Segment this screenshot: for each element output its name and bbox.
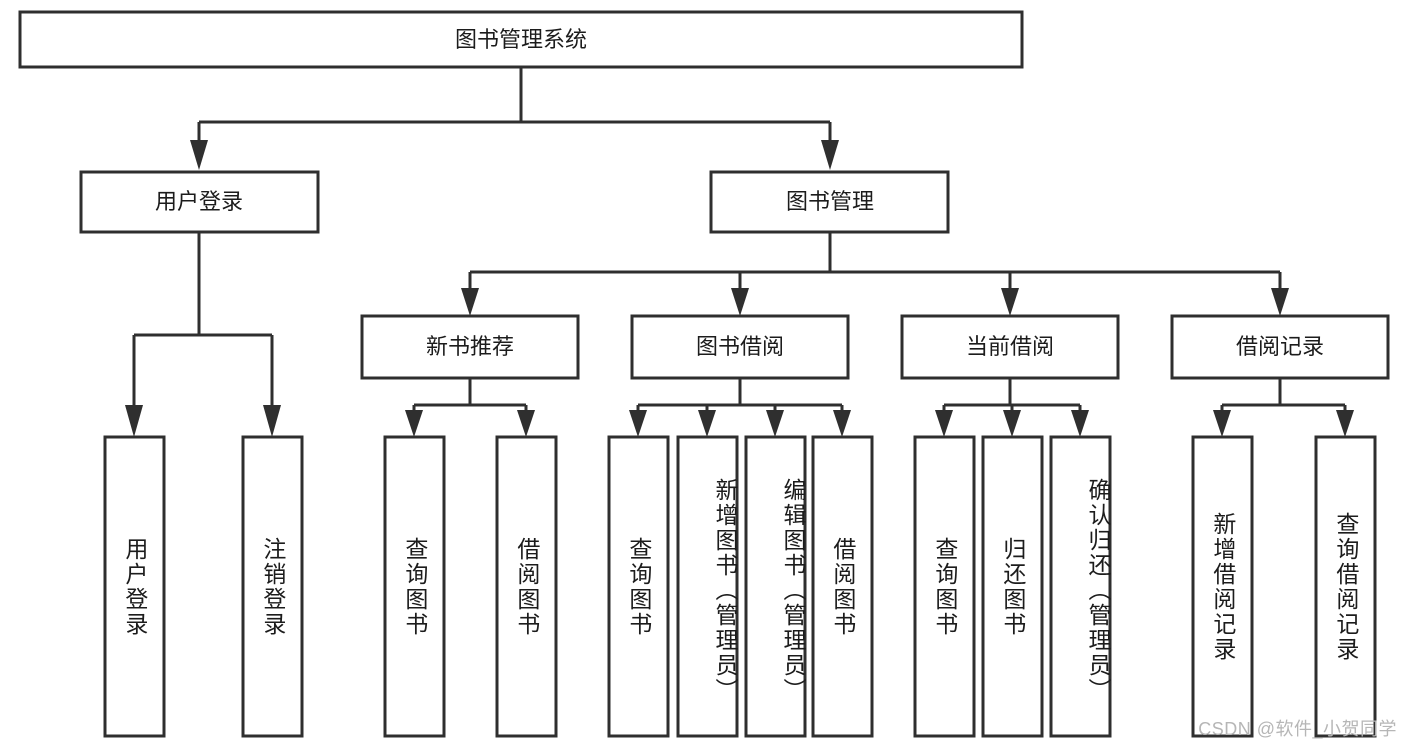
node-new-book-recommend-box[interactable] (360, 314, 580, 380)
node-current-borrow-box[interactable] (900, 314, 1120, 380)
arrow-bookborrow-leaf-3 (766, 410, 784, 437)
node-borrow-records-box[interactable] (1170, 314, 1390, 380)
leaf-br-add-record-box[interactable] (1191, 435, 1254, 738)
connectors-currentborrow-to-leaves (935, 378, 1089, 437)
leaf-nb-query-book-box[interactable] (383, 435, 446, 738)
arrow-to-book-borrow (731, 288, 749, 316)
arrow-bookborrow-leaf-1 (629, 410, 647, 437)
arrow-to-book-manage (821, 140, 839, 170)
node-label-book-borrow: 图书借阅 (696, 334, 784, 359)
arrow-to-borrow-records (1271, 288, 1289, 316)
connectors-borrowrecords-to-leaves (1213, 378, 1354, 437)
leaf-cb-query-book-box[interactable] (913, 435, 976, 738)
page-title: 图书管理系统 (455, 27, 587, 52)
watermark: CSDN @软件_小贺同学 (1198, 719, 1397, 739)
connectors-root-to-level1 (190, 67, 839, 170)
leaf-cb-confirm-return-box[interactable] (1049, 435, 1112, 738)
node-label-current-borrow: 当前借阅 (966, 334, 1054, 359)
arrow-to-current-borrow (1001, 288, 1019, 316)
leaf-cb-return-book-box[interactable] (981, 435, 1044, 738)
leaf-br-query-record-box[interactable] (1314, 435, 1377, 738)
arrow-currentborrow-leaf-3 (1071, 410, 1089, 437)
connectors-bookborrow-to-leaves (629, 378, 851, 437)
leaf-bb-add-book-box[interactable] (676, 435, 739, 738)
connectors-newbook-to-leaves (405, 378, 535, 437)
node-root-box[interactable] (18, 10, 1024, 69)
node-book-borrow-box[interactable] (630, 314, 850, 380)
leaf-bb-query-book-box[interactable] (607, 435, 670, 738)
leaf-logout-box[interactable] (241, 435, 304, 738)
leaf-user-login-box[interactable] (103, 435, 166, 738)
node-label-new-book-recommend: 新书推荐 (426, 334, 514, 359)
connectors-userlogin-to-leaves (125, 232, 281, 437)
node-user-login-box[interactable] (79, 170, 320, 234)
connectors-bookmanage-to-level2 (461, 232, 1289, 316)
arrow-leaf-logout (263, 405, 281, 437)
arrow-borrowrecords-leaf-1 (1213, 410, 1231, 437)
node-label-user-login: 用户登录 (155, 189, 243, 214)
leaf-bb-edit-book-box[interactable] (744, 435, 807, 738)
leaf-bb-borrow-book-box[interactable] (811, 435, 874, 738)
arrow-bookborrow-leaf-2 (698, 410, 716, 437)
node-label-book-manage: 图书管理 (786, 189, 874, 214)
arrow-newbook-leaf-2 (517, 410, 535, 437)
arrow-currentborrow-leaf-2 (1003, 410, 1021, 437)
arrow-to-new-book (461, 288, 479, 316)
node-book-manage-box[interactable] (709, 170, 950, 234)
leaf-nb-borrow-book-box[interactable] (495, 435, 558, 738)
arrow-to-user-login (190, 140, 208, 170)
node-label-borrow-records: 借阅记录 (1236, 334, 1324, 359)
arrow-newbook-leaf-1 (405, 410, 423, 437)
arrow-leaf-user-login (125, 405, 143, 437)
arrow-bookborrow-leaf-4 (833, 410, 851, 437)
arrow-borrowrecords-leaf-2 (1336, 410, 1354, 437)
arrow-currentborrow-leaf-1 (935, 410, 953, 437)
